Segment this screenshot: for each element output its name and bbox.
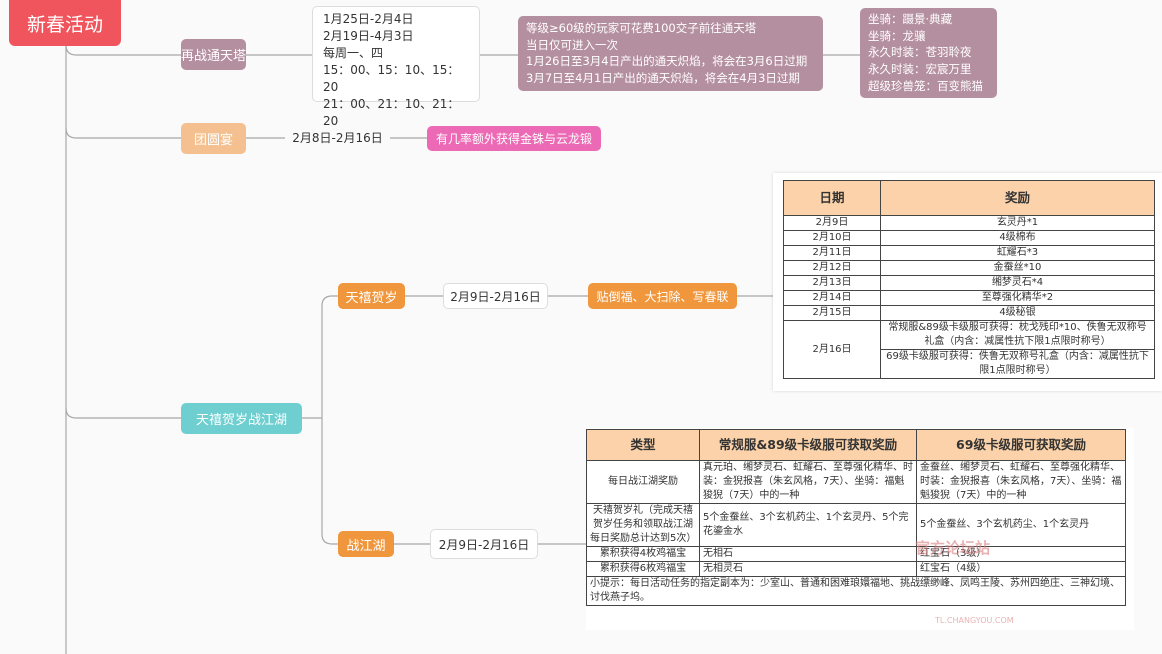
branch-new-year-jianghu[interactable]: 天禧贺岁战江湖: [181, 403, 302, 434]
table-row: 累积获得6枚鸡福宝 无相灵石 红宝石（4级）: [586, 561, 1126, 577]
jianghu-reward-table: 类型 常规服&89级卡级服可获取奖励 69级卡级服可获取奖励 每日战江湖奖励 真…: [586, 429, 1126, 606]
new-year-date: 2月9日-2月16日: [443, 283, 548, 309]
table-row: 每日战江湖奖励 真元珀、缃梦灵石、虹耀石、至尊强化精华、时装：金猊报喜（朱玄风格…: [586, 460, 1126, 504]
table-row: 天禧贺岁礼（完成天禧贺岁任务和领取战江湖每日奖励总计达到5次） 5个金蚕丝、3个…: [586, 503, 1126, 547]
battle-jianghu-date: 2月9日-2月16日: [430, 529, 538, 559]
date-line: 21：00、21：10、21：20: [323, 97, 460, 128]
watermark-url: TL.CHANGYOU.COM: [935, 616, 1014, 625]
table-row: 2月14日至尊强化精华*2: [783, 290, 1155, 306]
table-header-row: 日期 奖励: [783, 180, 1155, 216]
table-header-row: 类型 常规服&89级卡级服可获取奖励 69级卡级服可获取奖励: [586, 429, 1126, 461]
date-line: 每周一、四: [323, 46, 384, 60]
header-reward: 奖励: [880, 180, 1155, 216]
retower-description: 等级≥60级的玩家可花费100交子前往通天塔 当日仅可进入一次 1月26日至3月…: [518, 16, 823, 91]
branch-retower[interactable]: 再战通天塔: [181, 39, 246, 70]
reunion-date: 2月8日-2月16日: [292, 131, 383, 145]
table-row: 69级卡级服可获得：佚鲁无双称号礼盒（内含：减属性抗下限1点限时称号）: [784, 349, 1155, 379]
header-date: 日期: [783, 180, 881, 216]
sub-battle-jianghu[interactable]: 战江湖: [338, 531, 394, 557]
retower-dates: 1月25日-2月4日 2月19日-4月3日 每周一、四 15：00、15：10、…: [312, 6, 480, 128]
table-row: 累积获得4枚鸡福宝 无相石 红宝石（3级）: [586, 546, 1126, 562]
date-line: 1月25日-2月4日: [323, 12, 414, 26]
table-row: 小提示：每日活动任务的指定副本为：少室山、普通和困难琅嬛福地、挑战缥缈峰、凤鸣王…: [586, 576, 1126, 606]
date-line: 15：00、15：10、15：20: [323, 63, 460, 94]
table-row: 2月9日玄灵丹*1: [783, 215, 1155, 231]
sub-new-year[interactable]: 天禧贺岁: [338, 283, 405, 309]
tip-cell: 小提示：每日活动任务的指定副本为：少室山、普通和困难琅嬛福地、挑战缥缈峰、凤鸣王…: [586, 576, 1126, 606]
reunion-description: 有几率额外获得金铢与云龙锻: [427, 126, 601, 151]
table-row: 2月12日金蚕丝*10: [783, 260, 1155, 276]
watermark-text: 官方论坛站: [915, 539, 991, 557]
date-line: 2月19日-4月3日: [323, 29, 414, 43]
root-node[interactable]: 新春活动: [9, 0, 121, 46]
branch-reunion-feast[interactable]: 团圆宴: [181, 123, 246, 154]
retower-rewards: 坐骑：蹑景·典藏 坐骑：龙骧 永久时装：苍羽聆夜 永久时装：宏宸万里 超级珍兽笼…: [860, 8, 997, 98]
table-row: 2月11日虹耀石*3: [783, 245, 1155, 261]
table-row: 2月13日缃梦灵石*4: [783, 275, 1155, 291]
new-year-description: 贴倒福、大扫除、写春联: [588, 283, 737, 309]
table-row: 2月16日 常规服&89级卡级服可获得：枕戈残印*10、佚鲁无双称号礼盒（内含：…: [783, 320, 1155, 379]
